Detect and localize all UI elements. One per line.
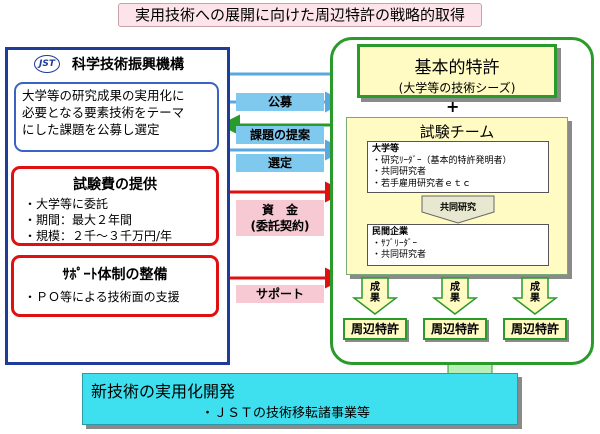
result-label-3: 成果 bbox=[530, 282, 540, 304]
company-heading: 民間企業 bbox=[372, 227, 409, 237]
result-arrow-2 bbox=[431, 277, 479, 315]
commercialization-title: 新技術の実用化開発 bbox=[91, 382, 236, 401]
result-label-2: 成果 bbox=[450, 282, 460, 304]
basic-patent-subtitle: (大学等の技術シーズ) bbox=[398, 81, 516, 95]
tag-proposal: 課題の提案 bbox=[236, 126, 324, 144]
tag-funds: 資 金 (委託契約) bbox=[236, 200, 324, 236]
result-arrow-3 bbox=[511, 277, 559, 315]
support-box: ｻﾎﾟｰﾄ体制の整備 ・ＰＯ等による技術面の支援 bbox=[11, 255, 219, 317]
funding-line: ・規模：２千～３千万円/年 bbox=[24, 229, 173, 243]
basic-patent-title: 基本的特許 bbox=[414, 58, 500, 78]
peripheral-patent-2: 周辺特許 bbox=[423, 318, 487, 340]
commercialization-item: ・ＪＳＴの技術移転諸事業等 bbox=[201, 406, 371, 421]
support-line: ・ＰＯ等による技術面の支援 bbox=[24, 290, 180, 304]
company-line: ・ｻﾌﾞﾘｰﾀﾞｰ bbox=[372, 238, 418, 249]
company-box: 民間企業 ・ｻﾌﾞﾘｰﾀﾞｰ ・共同研究者 bbox=[367, 224, 549, 266]
university-line: ・研究ﾘｰﾀﾞｰ（基本的特許発明者） bbox=[372, 155, 512, 166]
result-arrow-1 bbox=[351, 277, 399, 315]
tag-funds-line: (委託契約) bbox=[250, 219, 310, 233]
description-line: 大学等の研究成果の実用化に bbox=[22, 88, 185, 103]
company-line: ・共同研究者 bbox=[372, 250, 427, 260]
commercialization-box: 新技術の実用化開発 ・ＪＳＴの技術移転諸事業等 bbox=[82, 373, 518, 425]
trial-team-box: 試験チーム 大学等 ・研究ﾘｰﾀﾞｰ（基本的特許発明者） ・共同研究者 ・若手雇… bbox=[346, 117, 568, 275]
support-title: ｻﾎﾟｰﾄ体制の整備 bbox=[62, 267, 168, 283]
description-line: にした課題を公募し選定 bbox=[22, 122, 160, 137]
org-name: 科学技術振興機構 bbox=[72, 57, 184, 73]
tag-funds-line: 資 金 bbox=[261, 203, 298, 217]
description-box: 大学等の研究成果の実用化に 必要となる要素技術をテーマ にした課題を公募し選定 bbox=[14, 82, 219, 152]
university-line: ・共同研究者 bbox=[372, 167, 427, 177]
university-line: ・若手雇用研究者ｅｔｃ bbox=[372, 178, 472, 189]
university-heading: 大学等 bbox=[372, 144, 400, 154]
peripheral-patent-1: 周辺特許 bbox=[343, 318, 407, 340]
trial-team-title: 試験チーム bbox=[419, 123, 495, 141]
funding-line: ・期間：最大２年間 bbox=[24, 213, 133, 227]
basic-patent-box: 基本的特許 (大学等の技術シーズ) bbox=[357, 44, 557, 98]
description-line: 必要となる要素技術をテーマ bbox=[22, 105, 185, 120]
tag-support: サポート bbox=[236, 285, 324, 303]
joint-research-label: 共同研究 bbox=[439, 203, 476, 213]
plus-sign: + bbox=[446, 97, 460, 116]
tag-koubo: 公募 bbox=[236, 93, 324, 111]
university-box: 大学等 ・研究ﾘｰﾀﾞｰ（基本的特許発明者） ・共同研究者 ・若手雇用研究者ｅｔ… bbox=[367, 141, 549, 193]
funding-box: 試験費の提供 ・大学等に委託 ・期間：最大２年間 ・規模：２千～３千万円/年 bbox=[11, 166, 219, 246]
funding-line: ・大学等に委託 bbox=[24, 197, 109, 211]
page-title: 実用技術への展開に向けた周辺特許の戦略的取得 bbox=[118, 3, 482, 27]
funding-title: 試験費の提供 bbox=[73, 177, 157, 193]
tag-selection: 選定 bbox=[236, 154, 324, 172]
joint-research-arrow bbox=[421, 195, 495, 224]
peripheral-patent-3: 周辺特許 bbox=[503, 318, 567, 340]
result-label-1: 成果 bbox=[370, 282, 380, 304]
jst-logo: JST bbox=[34, 55, 60, 73]
